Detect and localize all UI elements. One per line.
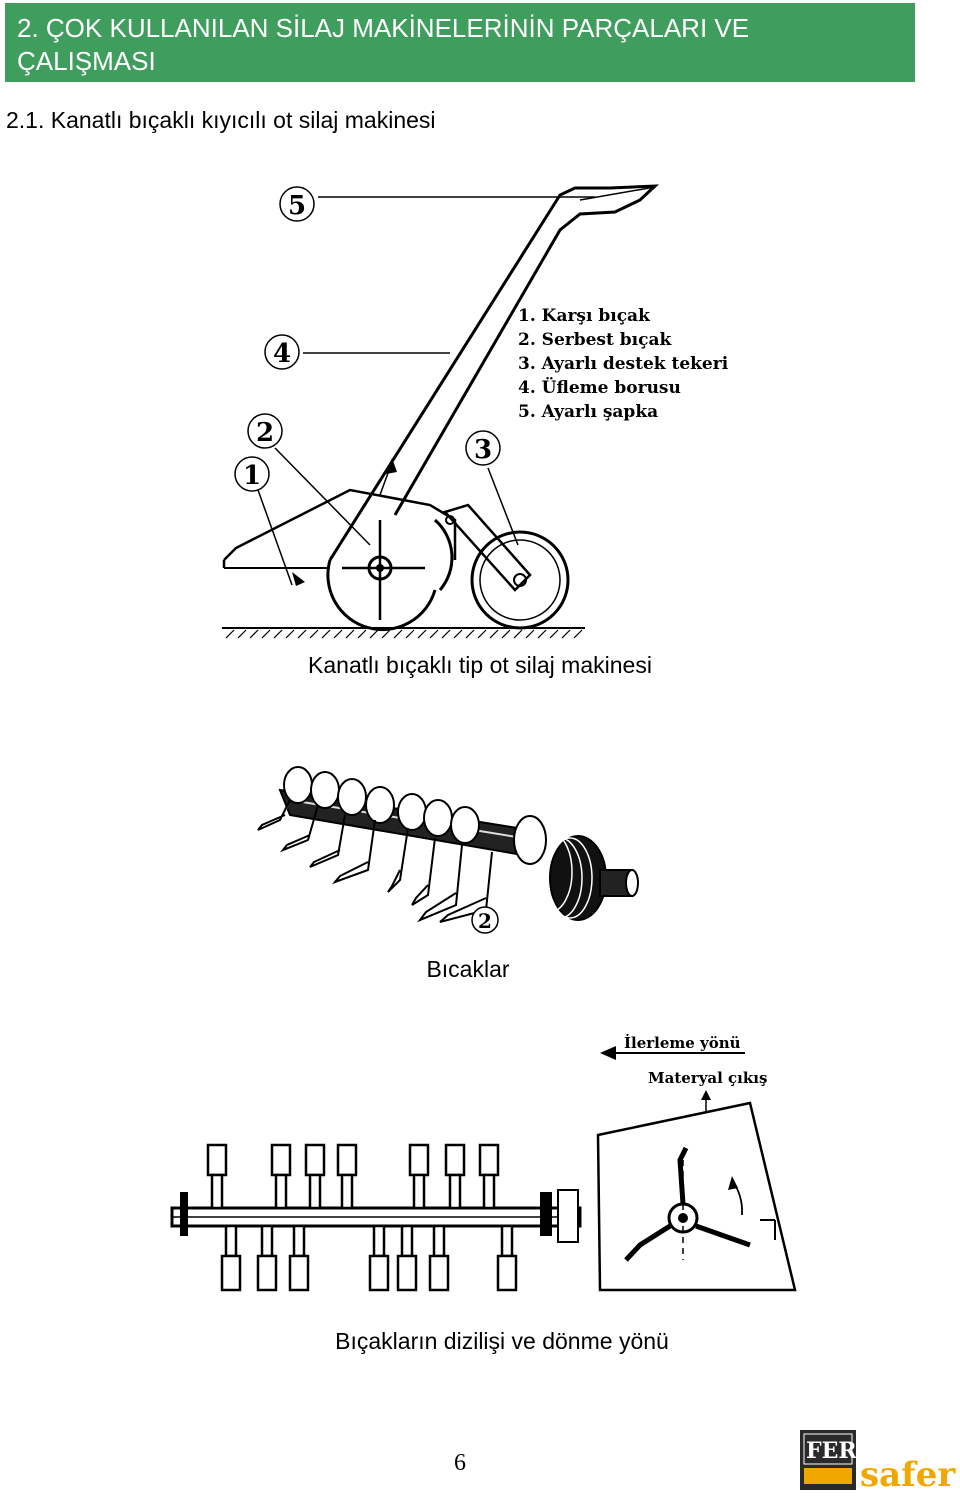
svg-text:1: 1 [243, 461, 261, 491]
parts-legend: 1. Karşı bıçak 2. Serbest bıçak 3. Ayarl… [518, 306, 729, 422]
legend-item: 1. Karşı bıçak [518, 306, 651, 326]
callout-3: 3 [465, 430, 501, 466]
callout-5: 5 [279, 186, 315, 222]
figure3-caption: Bıçakların dizilişi ve dönme yönü [335, 1328, 669, 1354]
legend-item: 5. Ayarlı şapka [518, 402, 658, 422]
legend-item: 4. Üfleme borusu [518, 377, 681, 398]
section-title: 2.1. Kanatlı bıçaklı kıyıcılı ot silaj m… [6, 107, 436, 133]
legend-item: 3. Ayarlı destek tekeri [518, 354, 729, 374]
knives-shaft-drawing: 2 [257, 766, 639, 934]
svg-text:5: 5 [288, 191, 306, 221]
chapter-title-line-1: 2. ÇOK KULLANILAN SİLAJ MAKİNELERİNİN PA… [17, 13, 750, 43]
svg-text:3: 3 [474, 435, 492, 465]
label-output: Materyal çıkış [648, 1069, 767, 1087]
label-direction: İlerleme yönü [624, 1033, 741, 1052]
blade-arrangement-drawing: İlerleme yönü Materyal çıkış [170, 1033, 797, 1292]
legend-item: 2. Serbest bıçak [518, 330, 672, 350]
callout-1: 1 [234, 456, 270, 492]
chapter-header: 2. ÇOK KULLANILAN SİLAJ MAKİNELERİNİN PA… [5, 3, 915, 82]
silage-machine-drawing: 5 4 2 1 3 1. Karşı bıçak 2. Serbest bıça… [222, 184, 729, 639]
svg-text:FER: FER [806, 1438, 857, 1464]
callout-4: 4 [264, 334, 300, 370]
callout-2: 2 [247, 413, 283, 449]
chapter-title-line-2: ÇALIŞMASI [17, 46, 156, 76]
figure1-caption: Kanatlı bıçaklı tip ot silaj makinesi [308, 652, 652, 678]
safer-logo: FER safer [800, 1430, 956, 1492]
svg-text:safer: safer [860, 1455, 956, 1492]
callout-2-blades: 2 [471, 906, 499, 934]
svg-text:2: 2 [256, 418, 274, 448]
svg-text:4: 4 [273, 339, 291, 369]
svg-text:2: 2 [478, 909, 492, 933]
page-number: 6 [454, 1450, 466, 1476]
figure2-caption: Bıcaklar [426, 956, 510, 982]
